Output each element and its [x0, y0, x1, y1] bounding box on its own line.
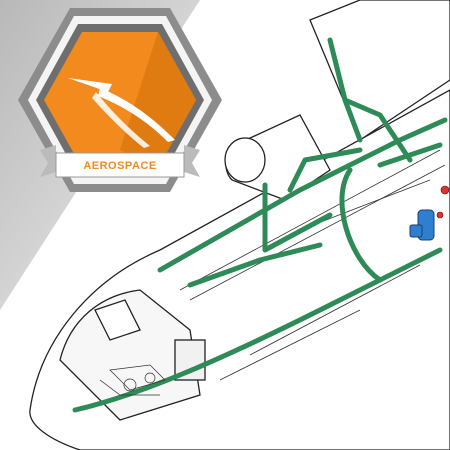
pipe-tail-branch: [342, 97, 413, 163]
pipe-main-lower: [72, 247, 443, 413]
aerospace-badge: [18, 8, 222, 192]
rocket-icon: [68, 78, 175, 148]
pipe-frame-1: [262, 182, 333, 253]
badge-ribbon: [40, 145, 200, 178]
pipe-frame-2: [339, 167, 383, 283]
blue-component: [409, 209, 435, 241]
pipe-upper-run: [157, 117, 448, 273]
badge-label: AEROSPACE: [83, 160, 157, 172]
pipe-mid-rack: [187, 242, 323, 288]
